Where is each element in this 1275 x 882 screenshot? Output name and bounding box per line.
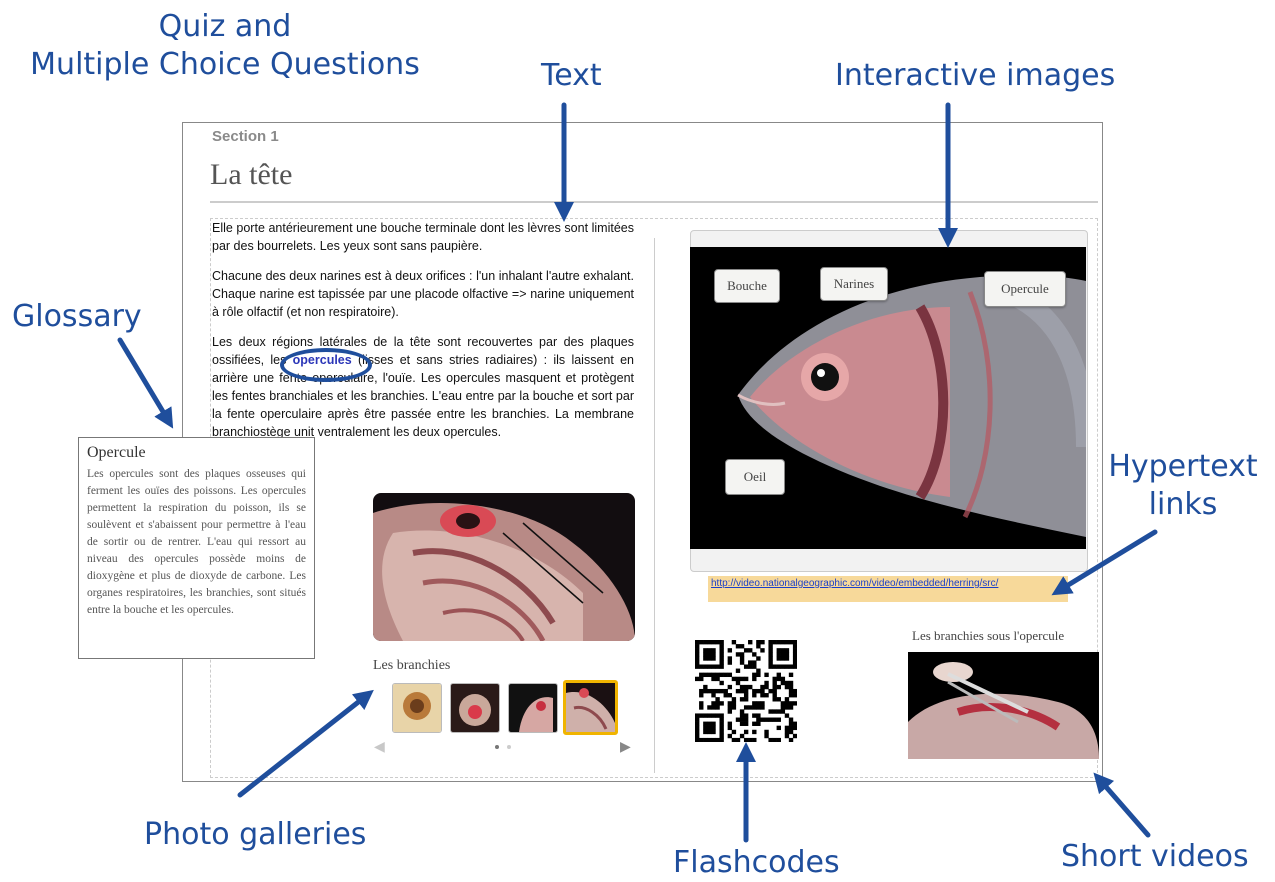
callout-hypertext: Hypertext links — [1098, 448, 1268, 524]
video-caption: Les branchies sous l'opercule — [912, 628, 1065, 643]
hotspot-narines[interactable]: Narines — [820, 267, 888, 301]
callout-quiz: Quiz and Multiple Choice Questions — [0, 8, 450, 84]
video-frame-image — [908, 652, 1099, 759]
title-divider — [210, 201, 1098, 203]
gallery-prev-arrow-icon[interactable]: ◀ — [374, 738, 385, 754]
gallery-thumb-3[interactable] — [508, 683, 558, 733]
callout-glossary: Glossary — [12, 299, 142, 334]
gallery-caption: Les branchies — [373, 658, 451, 673]
callout-text: Text — [541, 58, 602, 93]
callout-flashcodes: Flashcodes — [673, 845, 840, 880]
section-label: Section 1 — [212, 128, 279, 145]
arrow-videos — [1093, 772, 1151, 838]
gallery-dot — [507, 745, 511, 749]
thumb-1-image — [393, 684, 441, 732]
callout-hypertext-line2: links — [1148, 487, 1218, 522]
qr-flashcode[interactable] — [695, 640, 798, 743]
thumb-2-image — [451, 684, 499, 732]
column-divider — [654, 238, 655, 773]
callout-hypertext-line1: Hypertext — [1108, 449, 1258, 484]
callout-interactive-images: Interactive images — [835, 58, 1116, 93]
gallery-thumb-2[interactable] — [450, 683, 500, 733]
arrow-hypertext — [1051, 529, 1158, 596]
paragraph-2: Chacune des deux narines est à deux orif… — [212, 269, 634, 319]
qr-icon — [695, 640, 798, 743]
keyword-highlight-circle — [280, 348, 372, 382]
glossary-title: Opercule — [87, 444, 146, 461]
gallery-dot-active — [495, 745, 499, 749]
hotspot-opercule[interactable]: Opercule — [984, 271, 1066, 307]
page-title: La tête — [210, 158, 293, 191]
gallery-thumb-1[interactable] — [392, 683, 442, 733]
callout-photo-galleries: Photo galleries — [144, 817, 367, 852]
thumb-3-image — [509, 684, 557, 732]
link-highlight — [708, 576, 1068, 602]
hotspot-oeil[interactable]: Oeil — [725, 459, 785, 495]
gallery-next-arrow-icon[interactable]: ▶ — [620, 738, 631, 754]
short-video[interactable] — [908, 652, 1099, 759]
gills-photo — [373, 493, 635, 641]
thumb-4-image — [566, 683, 615, 732]
callout-short-videos: Short videos — [1061, 839, 1249, 874]
arrow-photo — [237, 689, 374, 798]
gallery-main-image[interactable] — [373, 493, 635, 641]
callout-quiz-line1: Quiz and — [158, 9, 292, 44]
glossary-popup: Opercule Les opercules sont des plaques … — [78, 437, 315, 659]
body-text: Elle porte antérieurement une bouche ter… — [212, 219, 634, 453]
paragraph-3-pre: Les deux régions latérales de la tête so… — [212, 335, 634, 367]
callout-quiz-line2: Multiple Choice Questions — [30, 47, 420, 82]
paragraph-3: Les deux régions latérales de la tête so… — [212, 333, 634, 441]
gallery-thumb-4-selected[interactable] — [563, 680, 618, 735]
glossary-body: Les opercules sont des plaques osseuses … — [87, 468, 306, 616]
hypertext-link[interactable]: http://video.nationalgeographic.com/vide… — [711, 578, 999, 589]
arrow-glossary — [117, 337, 174, 429]
hotspot-bouche[interactable]: Bouche — [714, 269, 780, 303]
paragraph-1: Elle porte antérieurement une bouche ter… — [212, 221, 634, 253]
